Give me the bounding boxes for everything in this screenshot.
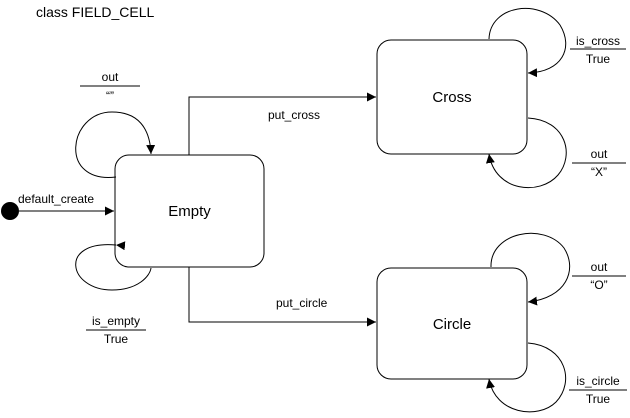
state-circle: Circle (376, 267, 528, 380)
initial-state-dot (1, 202, 19, 220)
state-cross-label: Cross (432, 89, 471, 106)
label-empty-out: out “” (80, 70, 140, 103)
diagram-title: class FIELD_CELL (36, 4, 154, 20)
loop-cross-is-cross (488, 8, 567, 78)
label-circle-out-name: out (591, 260, 608, 274)
transition-put-cross-arrow (188, 92, 376, 155)
label-circle-out-value: “O” (590, 278, 607, 292)
loop-circle-is-circle (486, 342, 567, 413)
transition-put-circle-label: put_circle (276, 296, 328, 310)
state-circle-box (376, 267, 528, 380)
state-cross: Cross (376, 39, 528, 155)
label-cross-out: out “X” (572, 147, 626, 179)
label-circle-is-circle: is_circle True (569, 374, 627, 406)
state-empty: Empty (114, 154, 265, 268)
initial-transition-label: default_create (18, 192, 94, 206)
loop-circle-out (490, 232, 571, 306)
label-empty-out-value: “” (106, 89, 114, 103)
state-cross-box (376, 39, 528, 155)
label-is-cross-value: True (586, 52, 611, 66)
label-empty-is-empty: is_empty True (86, 314, 146, 346)
label-is-circle-name: is_circle (576, 374, 620, 388)
label-is-empty-value: True (104, 332, 129, 346)
state-circle-label: Circle (433, 316, 471, 333)
label-cross-is-cross: is_cross True (570, 34, 626, 66)
label-is-circle-value: True (586, 392, 611, 406)
transition-put-circle-arrow (188, 267, 376, 327)
label-cross-out-name: out (591, 147, 608, 161)
loop-empty-out (75, 111, 156, 178)
label-is-empty-name: is_empty (92, 314, 140, 328)
label-cross-out-value: “X” (591, 165, 607, 179)
loop-cross-out (485, 117, 567, 189)
label-is-cross-name: is_cross (576, 34, 620, 48)
loop-empty-is-empty (75, 241, 152, 291)
label-circle-out: out “O” (572, 260, 626, 292)
label-empty-out-name: out (102, 70, 119, 84)
state-empty-label: Empty (168, 203, 211, 220)
transition-put-cross-label: put_cross (268, 108, 320, 122)
